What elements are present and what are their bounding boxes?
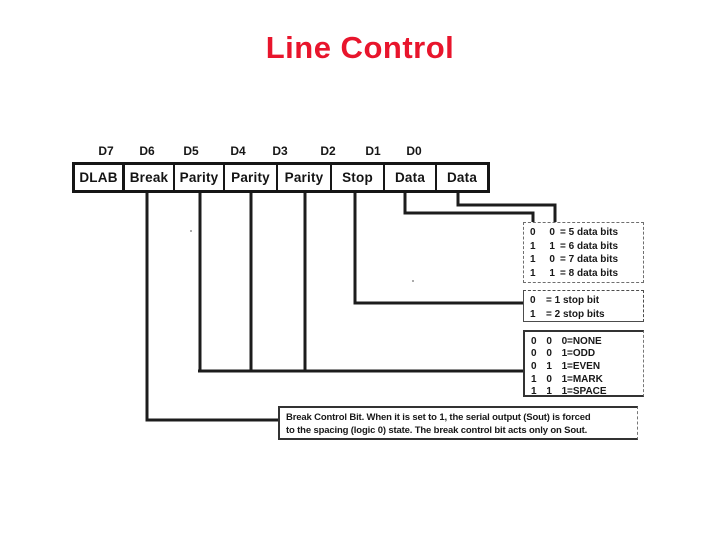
legend-label: = 2 stop bits (546, 308, 605, 320)
legend-bits: 1 0 (530, 254, 555, 266)
legend-label: =SPACE (567, 386, 607, 398)
bit-label-d3: D3 (272, 144, 288, 158)
legend-row: 0 1 1 =EVEN (525, 360, 643, 373)
register-cell-parity1: Parity (175, 165, 225, 190)
legend-label: =MARK (567, 373, 603, 385)
register-cell-dlab: DLAB (75, 165, 125, 190)
legend-label: = 7 data bits (560, 254, 619, 266)
break-note-line1: Break Control Bit. When it is set to 1, … (286, 412, 591, 423)
wire-stop (353, 190, 524, 305)
scan-speck (190, 230, 192, 232)
legend-row: 1 1 = 8 data bits (524, 267, 643, 281)
legend-bits: 1 1 1 (531, 386, 568, 398)
bit-label-d1: D1 (365, 144, 381, 158)
register-cell-stop: Stop (332, 165, 385, 190)
legend-row: 1 = 2 stop bits (524, 308, 643, 322)
legend-label: =ODD (567, 348, 596, 360)
legend-bits: 0 1 1 (531, 360, 568, 372)
page-title: Line Control (265, 30, 455, 65)
legend-bits: 0 0 0 (531, 335, 568, 347)
break-note-line2: to the spacing (logic 0) state. The brea… (286, 425, 588, 436)
register-cell-parity2: Parity (225, 165, 278, 190)
legend-row: 0 0 = 5 data bits (524, 226, 643, 240)
legend-row: 1 0 1 =MARK (525, 373, 643, 386)
wire-break (145, 190, 279, 422)
legend-label: = 1 stop bit (546, 295, 600, 307)
legend-bits: 0 0 (530, 227, 555, 239)
bit-label-d0: D0 (406, 144, 422, 158)
legend-row: 0 0 1 =ODD (525, 348, 643, 361)
bit-label-d4: D4 (230, 144, 246, 158)
legend-row: 1 0 = 7 data bits (524, 253, 643, 267)
legend-row: 1 1 = 6 data bits (524, 240, 643, 254)
register-cell-data0: Data (446, 170, 478, 185)
register-cell-break: Break (125, 165, 175, 190)
legend-bits: 1 0 1 (531, 373, 568, 385)
legend-label: = 8 data bits (560, 267, 619, 279)
legend-label: =EVEN (567, 360, 601, 372)
register-cell-parity3: Parity (278, 165, 332, 190)
break-note-box: Break Control Bit. When it is set to 1, … (278, 406, 638, 440)
legend-bits: 1 1 (530, 267, 555, 279)
legend-label: =NONE (567, 335, 602, 347)
legend-bits: 0 (530, 295, 536, 307)
wire-data-d0 (456, 190, 557, 224)
legend-row: 0 = 1 stop bit (524, 294, 643, 308)
data-bits-legend: 0 0 = 5 data bits 1 1 = 6 data bits 1 0 … (523, 222, 644, 283)
wire-data-d1 (403, 190, 535, 224)
legend-bits: 1 1 (530, 240, 555, 252)
lcr-register: DLAB Break Parity Parity Parity Stop Dat… (72, 162, 490, 193)
stop-bits-legend: 0 = 1 stop bit 1 = 2 stop bits (523, 290, 644, 322)
legend-row: 0 0 0 =NONE (525, 335, 643, 348)
register-cell-data1: Data (385, 165, 437, 190)
legend-bits: 1 (530, 308, 536, 320)
bit-label-d6: D6 (139, 144, 155, 158)
scan-speck (412, 280, 414, 282)
bit-label-d2: D2 (320, 144, 336, 158)
legend-row: 1 1 1 =SPACE (525, 385, 643, 398)
legend-label: = 5 data bits (560, 227, 619, 239)
bit-label-d5: D5 (183, 144, 199, 158)
legend-label: = 6 data bits (560, 240, 619, 252)
parity-legend: 0 0 0 =NONE 0 0 1 =ODD 0 1 1 =EVEN 1 0 1… (523, 330, 644, 397)
legend-bits: 0 0 1 (531, 348, 568, 360)
bit-label-d7: D7 (98, 144, 114, 158)
